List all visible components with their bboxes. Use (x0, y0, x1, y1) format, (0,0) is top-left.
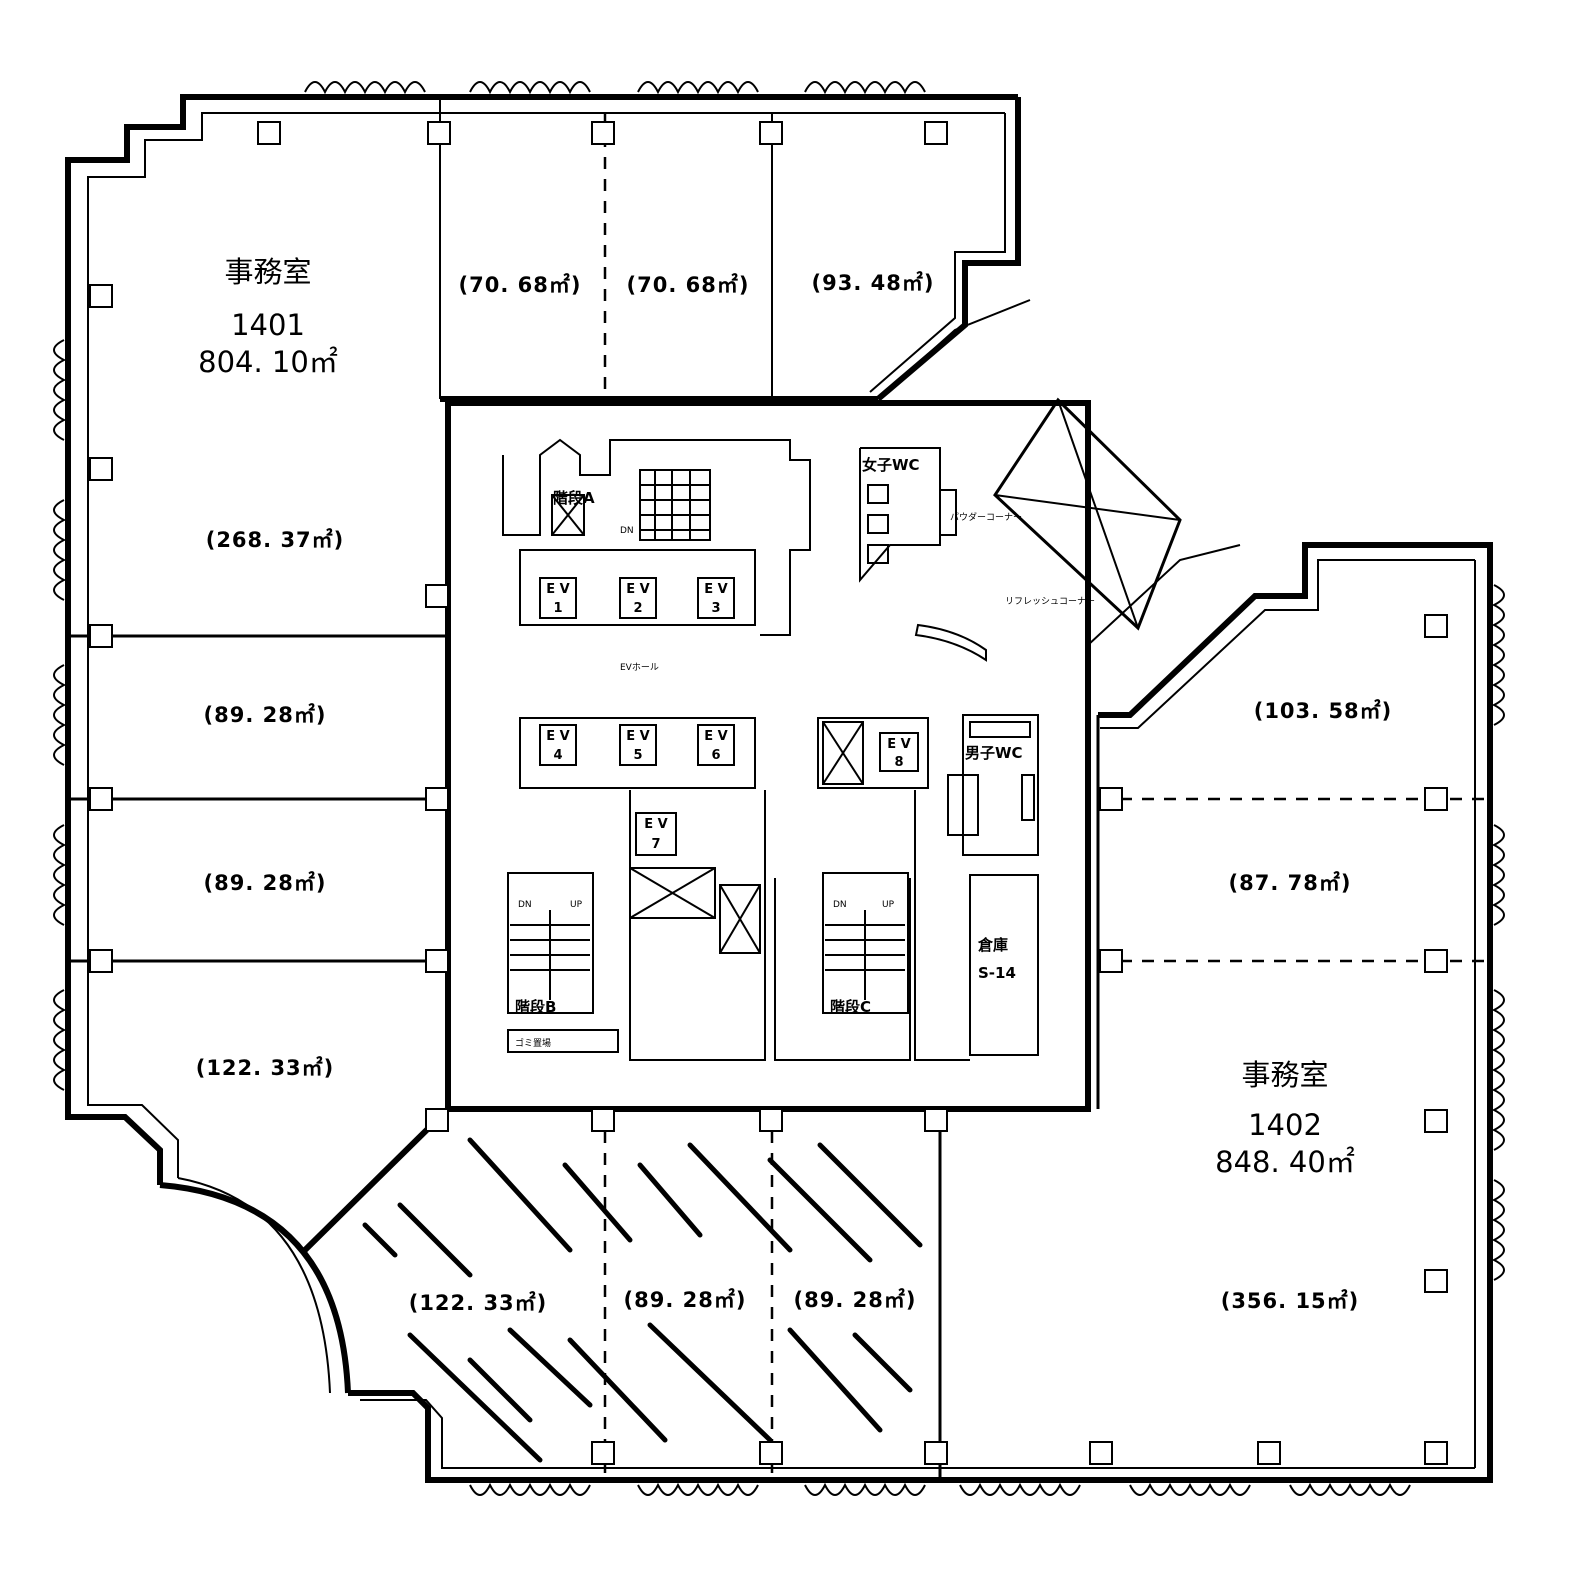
elevator-5-label: E V (626, 729, 649, 744)
stairs-c-up: UP (882, 900, 895, 910)
elevator-2-number: 2 (633, 601, 642, 616)
elevator-1-number: 1 (553, 601, 562, 616)
ev-hall-label: EVホール (620, 662, 659, 673)
womens-wc-label: 女子WC (862, 456, 920, 474)
elevator-3-number: 3 (711, 601, 720, 616)
elevator-6-number: 6 (711, 748, 720, 763)
inner-walls (87, 112, 1476, 1469)
unit-1401-number: 1401 (231, 308, 305, 342)
area-label: (87. 78㎡) (1229, 871, 1352, 895)
structural-columns (89, 121, 1448, 1465)
elevator-8-number: 8 (894, 755, 903, 770)
garbage-label: ゴミ置場 (515, 1037, 551, 1049)
ne-corridor (877, 299, 1241, 646)
unit-1402-total-area: 848. 40㎡ (1215, 1145, 1355, 1179)
elevator-7-label: E V (644, 817, 667, 832)
hatched-leased-area (362, 1137, 923, 1463)
area-label: (356. 15㎡) (1221, 1289, 1360, 1313)
unit-1402-number: 1402 (1248, 1108, 1322, 1142)
elevator-6-label: E V (704, 729, 727, 744)
area-label: (93. 48㎡) (812, 271, 935, 295)
refresh-corner-label: リフレッシュコーナー (1005, 596, 1095, 607)
elevator-7-number: 7 (651, 837, 660, 852)
elevator-4-number: 4 (553, 748, 562, 763)
area-label: (268. 37㎡) (206, 528, 345, 552)
core-internal (502, 438, 1039, 1061)
area-label: (122. 33㎡) (196, 1056, 335, 1080)
stairs-a-dn: DN (620, 526, 634, 536)
storage-code: S-14 (978, 964, 1016, 982)
stairs-b-dn: DN (518, 900, 532, 910)
mens-wc-label: 男子WC (965, 744, 1023, 762)
stairs-a-label: 階段A (553, 489, 595, 507)
elevator-5-number: 5 (633, 748, 642, 763)
area-label: (70. 68㎡) (459, 273, 582, 297)
elevator-4-label: E V (546, 729, 569, 744)
area-label: (89. 28㎡) (794, 1288, 917, 1312)
unit-1401-name: 事務室 (224, 255, 311, 289)
stairs-c-dn: DN (833, 900, 847, 910)
area-label: (89. 28㎡) (204, 871, 327, 895)
area-label: (70. 68㎡) (627, 273, 750, 297)
elevator-3-label: E V (704, 582, 727, 597)
elevator-8-label: E V (887, 737, 910, 752)
unit-1401-total-area: 804. 10㎡ (198, 345, 338, 379)
elevator-2-label: E V (626, 582, 649, 597)
outer-walls (65, 94, 1493, 1483)
stairs-c-label: 階段C (830, 998, 871, 1016)
stairs-b-up: UP (570, 900, 583, 910)
storage-label: 倉庫 (977, 936, 1008, 954)
area-label: (89. 28㎡) (624, 1288, 747, 1312)
stairs-b-label: 階段B (515, 998, 556, 1016)
area-label: (122. 33㎡) (409, 1291, 548, 1315)
area-label: (103. 58㎡) (1254, 699, 1393, 723)
powder-corner-label: パウダーコーナー (950, 511, 1022, 523)
area-label: (89. 28㎡) (204, 703, 327, 727)
window-arcs (53, 81, 1505, 1496)
unit-1402-name: 事務室 (1241, 1058, 1328, 1092)
elevator-1-label: E V (546, 582, 569, 597)
